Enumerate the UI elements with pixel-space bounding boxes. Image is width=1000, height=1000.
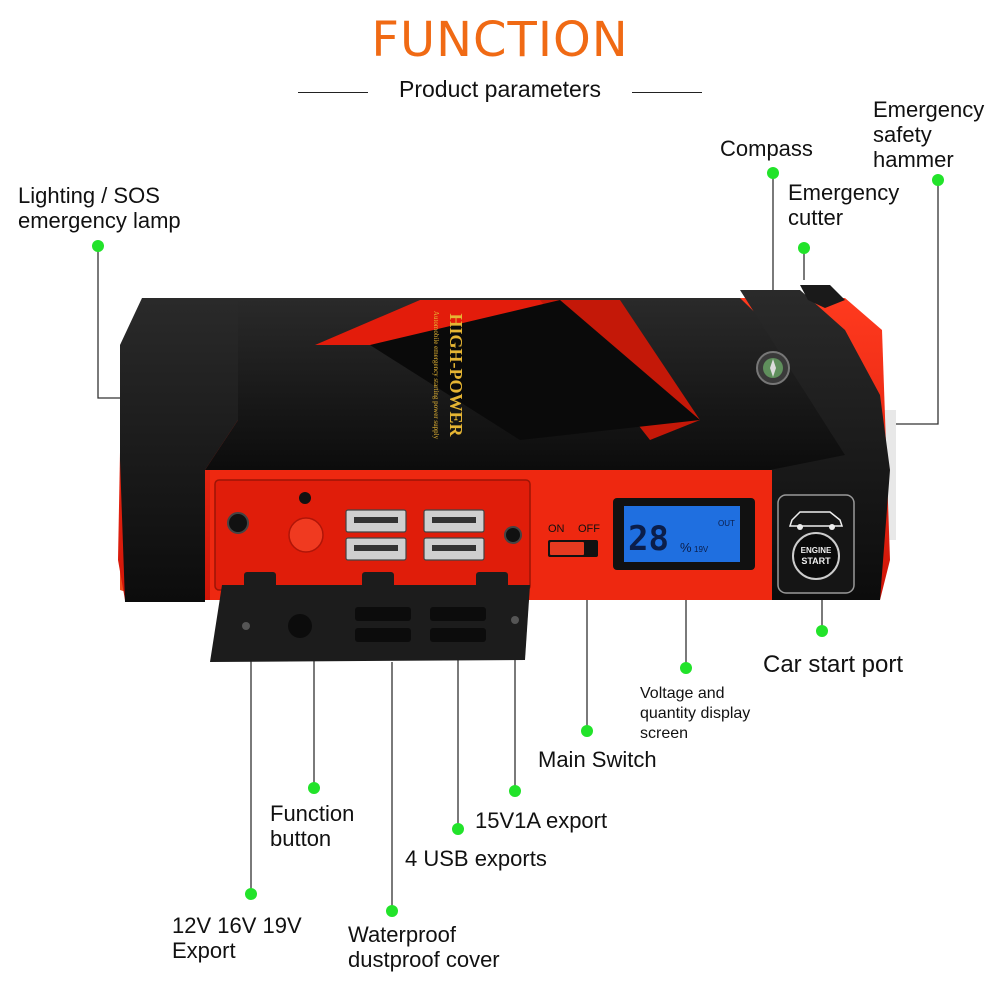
brand-subtext: Automobile emergency starting power supp…: [432, 311, 440, 440]
subtitle-rule-left: [298, 92, 368, 93]
dot-compass: [767, 167, 779, 179]
label-compass: Compass: [720, 136, 813, 161]
lcd-unit: %: [680, 540, 692, 555]
line-hammer: [895, 181, 939, 425]
switch-on-label: ON: [548, 523, 565, 535]
dot-hammer: [932, 174, 944, 186]
label-display: Voltage and quantity display screen: [640, 685, 751, 742]
dot-15v: [509, 785, 521, 797]
label-usb: 4 USB exports: [405, 846, 547, 871]
engine-start-button[interactable]: [792, 532, 840, 580]
label-cutter: Emergency cutter: [788, 180, 900, 230]
label-15v: 15V1A export: [475, 808, 608, 833]
lcd-screen: [624, 506, 740, 562]
engine-start-line1: ENGINE: [801, 546, 832, 555]
label-car-start: Car start port: [763, 651, 904, 678]
indicator-led: [299, 492, 311, 504]
dot-function: [308, 782, 320, 794]
dot-cover: [386, 905, 398, 917]
label-main-switch: Main Switch: [538, 747, 657, 772]
page-subtitle: Product parameters: [399, 76, 601, 102]
brand-text: HIGH-POWER: [446, 313, 466, 437]
page-title: FUNCTION: [371, 12, 629, 68]
subtitle-rule-right: [632, 92, 702, 93]
car-icon: [788, 511, 844, 527]
dc-port-icon[interactable]: [227, 512, 249, 534]
dot-lighting: [92, 240, 104, 252]
switch-off-label: OFF: [578, 523, 600, 535]
cutter-icon: [800, 285, 845, 308]
label-function-button: Function button: [270, 801, 355, 851]
dot-display: [680, 662, 692, 674]
callout-dots: [92, 167, 944, 917]
lcd-out: OUT: [718, 519, 735, 528]
label-12v: 12V 16V 19V Export: [172, 913, 302, 963]
dot-12v: [245, 888, 257, 900]
label-lighting: Lighting / SOS emergency lamp: [18, 183, 181, 233]
dot-usb: [452, 823, 464, 835]
dot-cutter: [798, 242, 810, 254]
dustproof-cover[interactable]: [210, 585, 530, 662]
engine-start-line2: START: [801, 556, 831, 566]
function-button[interactable]: [288, 517, 324, 553]
label-cover: Waterproof dustproof cover: [348, 922, 500, 972]
port-15v-icon[interactable]: [504, 526, 522, 544]
dot-car-start: [816, 625, 828, 637]
lcd-voltage: 19V: [694, 545, 709, 554]
brand-panel: [370, 300, 700, 440]
label-hammer: Emergency safety hammer: [873, 97, 985, 172]
line-lighting: [97, 248, 122, 399]
lcd-value: 28: [628, 519, 669, 559]
dot-main-switch: [581, 725, 593, 737]
black-housing-left: [120, 298, 238, 602]
